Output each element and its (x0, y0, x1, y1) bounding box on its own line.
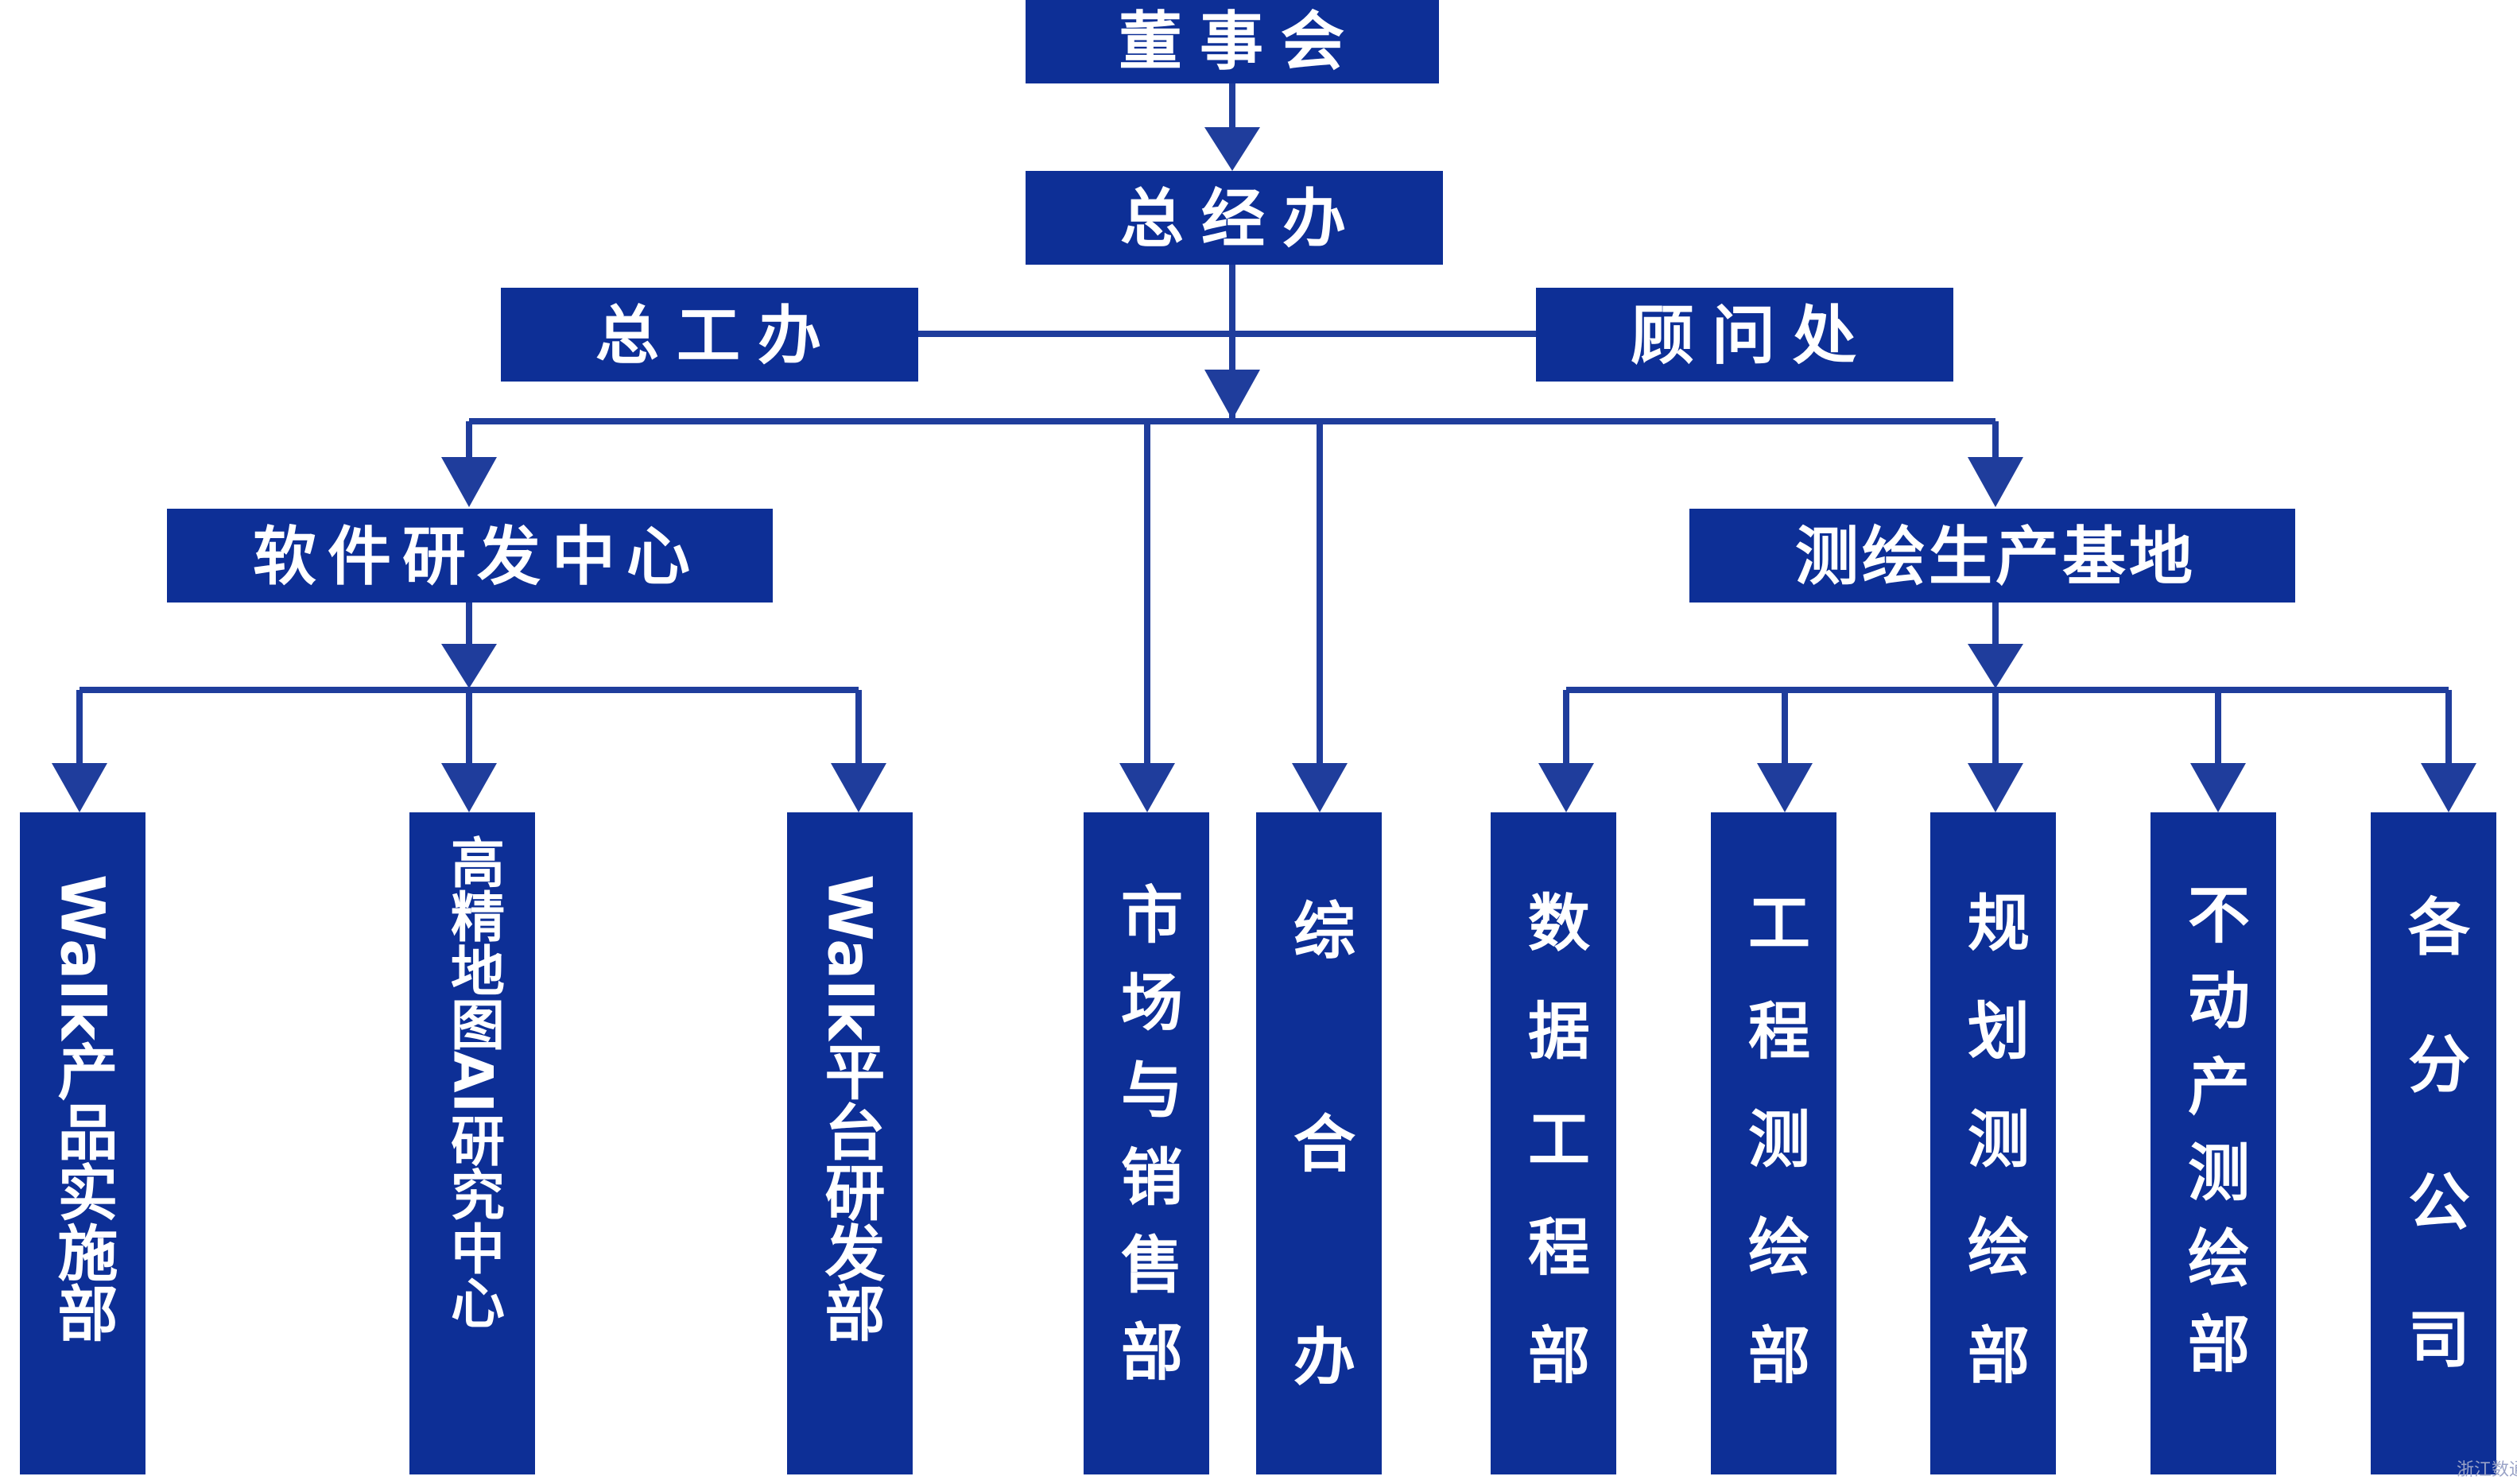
arrow-software-center (441, 457, 497, 507)
node-general-office-label: 综合办 (1283, 898, 1355, 1484)
arrow-realestate-survey (2190, 763, 2246, 812)
arrow-mapping-base (1968, 457, 2023, 507)
node-realestate-survey-label: 不动产测绘部 (2178, 882, 2250, 1397)
arrow-engineering-survey (1757, 763, 1813, 812)
arrowheads (52, 127, 2476, 812)
watermark-text: 浙江数通 (2457, 1460, 2517, 1480)
arrow-branches (2421, 763, 2476, 812)
node-software-center-label: 软件研发中心 (253, 520, 701, 594)
arrow-data-engineering (1538, 763, 1594, 812)
node-walk-product: Walk产品实施部 (20, 812, 145, 1474)
arrow-hd-map-ai (441, 763, 497, 812)
node-branches-label: 各分公司 (2398, 894, 2470, 1444)
node-advisor-office-label: 顾问处 (1631, 299, 1874, 373)
node-gm-office-label: 总经办 (1120, 182, 1363, 256)
node-engineering-survey-label: 工程测绘部 (1738, 890, 1810, 1431)
node-market-sales-label: 市场与销售部 (1111, 882, 1183, 1407)
arrow-software-sub (441, 644, 497, 688)
node-general-office: 综合办 (1256, 812, 1382, 1484)
node-board-label: 董事会 (1119, 5, 1362, 79)
node-engineering-survey: 工程测绘部 (1711, 812, 1836, 1474)
arrow-general-office (1292, 763, 1348, 812)
node-board: 董事会 (1026, 0, 1439, 83)
node-data-engineering-label: 数据工程部 (1518, 890, 1590, 1431)
arrow-walk-product (52, 763, 107, 812)
node-branches: 各分公司 (2371, 812, 2496, 1474)
arrow-planning-survey (1968, 763, 2023, 812)
node-realestate-survey: 不动产测绘部 (2151, 812, 2276, 1474)
node-planning-survey: 规划测绘部 (1930, 812, 2056, 1474)
node-market-sales: 市场与销售部 (1084, 812, 1209, 1474)
arrow-mapping-sub (1968, 644, 2023, 688)
node-mapping-base: 测绘生产基地 (1689, 509, 2295, 603)
arrow-market-sales (1119, 763, 1175, 812)
node-advisor-office: 顾问处 (1536, 288, 1953, 382)
node-data-engineering: 数据工程部 (1491, 812, 1616, 1474)
node-hd-map-ai-label: 高精地图AI研究中心 (441, 835, 505, 1329)
node-hd-map-ai: 高精地图AI研究中心 (409, 812, 535, 1474)
node-mapping-base-label: 测绘生产基地 (1795, 520, 2196, 594)
node-chief-engineer-office-label: 总工办 (595, 299, 839, 373)
node-planning-survey-label: 规划测绘部 (1957, 890, 2030, 1431)
node-walk-product-label: Walk产品实施部 (48, 874, 118, 1343)
node-walk-platform: Walk平台研发部 (787, 812, 913, 1474)
node-gm-office: 总经办 (1026, 171, 1443, 265)
arrow-gm-bus (1204, 370, 1260, 420)
arrow-board-gm (1204, 127, 1260, 171)
node-walk-platform-label: Walk平台研发部 (815, 874, 886, 1343)
connectors (76, 83, 2452, 767)
arrow-walk-platform (831, 763, 886, 812)
node-software-center: 软件研发中心 (167, 509, 773, 603)
node-chief-engineer-office: 总工办 (501, 288, 918, 382)
